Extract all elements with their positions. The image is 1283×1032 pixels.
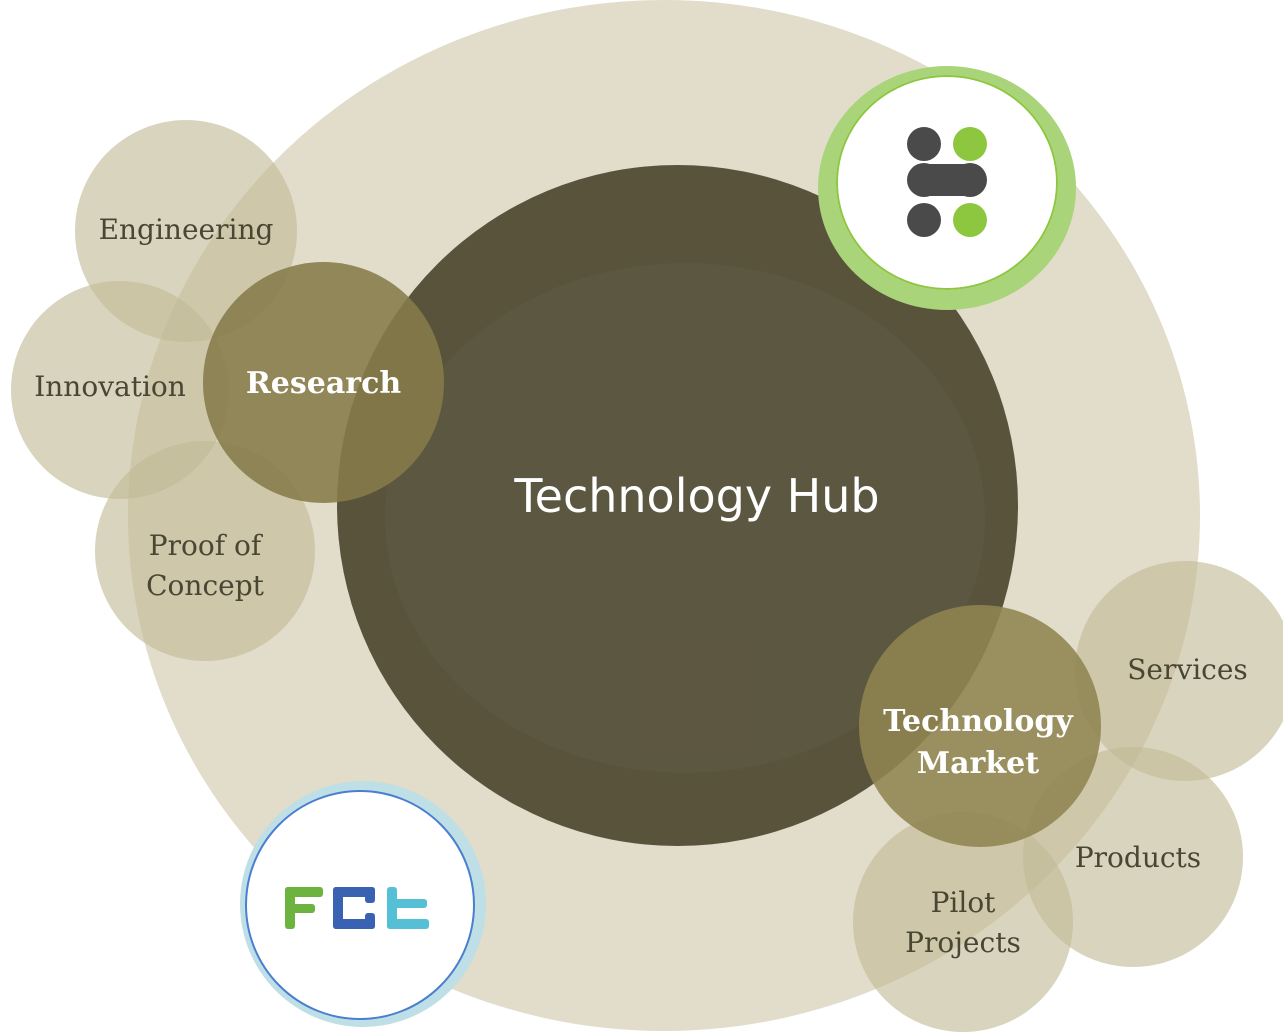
technology-market-label: Technology Market — [883, 704, 1073, 781]
technology-market-circle — [859, 605, 1101, 847]
fct-logo-icon — [285, 887, 429, 929]
innovation-label: Innovation — [34, 370, 186, 403]
products-label: Products — [1074, 841, 1202, 874]
fct-logo-disc — [245, 790, 475, 1020]
engineering-label: Engineering — [98, 213, 274, 246]
dots-logo-icon — [907, 127, 987, 237]
services-circle — [1075, 561, 1283, 781]
pilot-projects-label: Pilot Projects — [905, 886, 1021, 959]
research-circle — [203, 262, 444, 503]
proof-of-concept-label: Proof of Concept — [146, 529, 264, 602]
hub-title: Technology Hub — [514, 469, 880, 523]
research-label: Research — [245, 366, 402, 401]
services-label: Services — [1127, 653, 1248, 686]
pilot-projects-circle — [853, 812, 1073, 1032]
